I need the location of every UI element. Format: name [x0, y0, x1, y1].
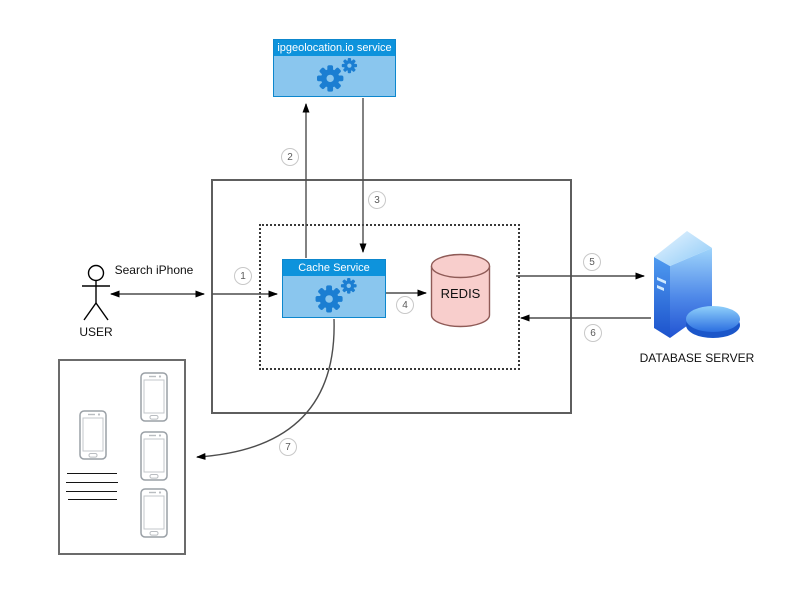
smartphone-icon [140, 431, 168, 481]
node-external-service-body [274, 56, 395, 96]
cache-layer-dotted-box [259, 224, 520, 370]
step-badge-4: 4 [396, 296, 414, 314]
gears-icon [295, 56, 375, 96]
node-external-service-title: ipgeolocation.io service [274, 40, 395, 56]
step-badge-6: 6 [584, 324, 602, 342]
smartphone-icon [140, 488, 168, 538]
gears-icon [295, 276, 373, 317]
note-line [68, 499, 117, 500]
user-label: USER [79, 325, 113, 339]
step-badge-1: 1 [234, 267, 252, 285]
node-external-service: ipgeolocation.io service [273, 39, 396, 97]
note-line [66, 491, 117, 492]
redis-label: REDIS [440, 286, 481, 301]
node-cache-service-body [283, 276, 385, 317]
step-badge-5: 5 [583, 253, 601, 271]
search-iphone-edge-label: Search iPhone [114, 263, 194, 277]
database-server-label: DATABASE SERVER [639, 351, 755, 365]
note-line [67, 473, 117, 474]
step-badge-7: 7 [279, 438, 297, 456]
database-server-icon [654, 231, 740, 338]
user-actor-icon [82, 264, 110, 321]
redis-cylinder-icon [430, 253, 491, 328]
node-cache-service-title: Cache Service [283, 260, 385, 276]
smartphone-icon [79, 410, 107, 460]
step-badge-2: 2 [281, 148, 299, 166]
note-line [66, 482, 118, 483]
system-boundary-box [211, 179, 572, 414]
smartphone-icon [140, 372, 168, 422]
node-cache-service: Cache Service [282, 259, 386, 318]
step-badge-3: 3 [368, 191, 386, 209]
